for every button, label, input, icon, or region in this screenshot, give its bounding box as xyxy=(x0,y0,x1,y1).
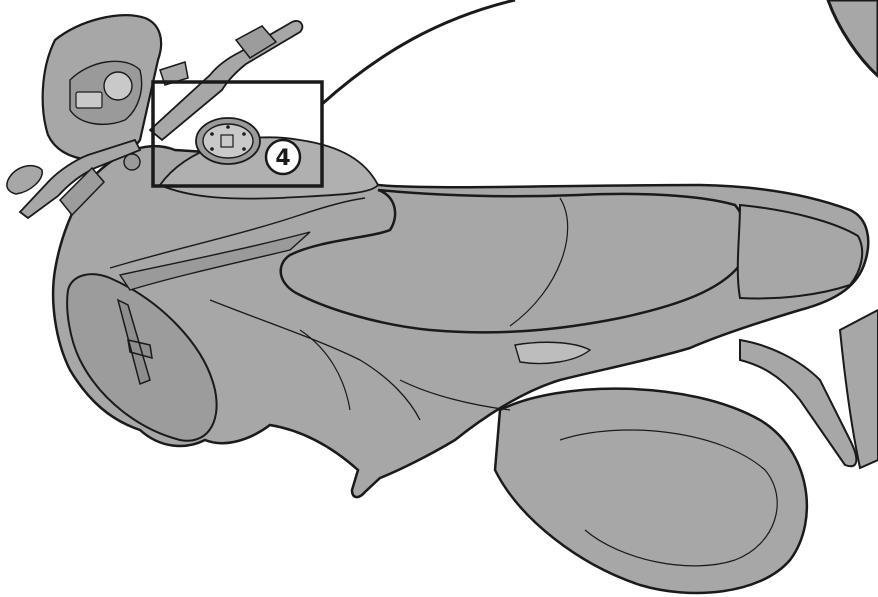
seat-seam xyxy=(509,197,569,327)
highlight-box xyxy=(151,80,324,188)
right-grip xyxy=(234,25,278,59)
engine-contour xyxy=(299,329,511,411)
tail-light-lens xyxy=(514,341,592,365)
magnified-detail-circle xyxy=(826,0,878,79)
left-handlebar xyxy=(18,138,142,220)
mirror-left xyxy=(6,164,43,195)
callout-4: 4 xyxy=(264,138,302,176)
rear-mudguard xyxy=(739,338,858,468)
license-bracket xyxy=(838,308,878,470)
fuel-filler-cap xyxy=(195,117,261,165)
left-grip xyxy=(58,166,106,217)
fairing-panel-lower xyxy=(118,231,311,291)
display-screen xyxy=(75,91,103,109)
front-fork xyxy=(116,298,153,386)
speedometer xyxy=(103,71,133,101)
rear-wheel xyxy=(493,387,809,595)
mirror-right xyxy=(159,61,189,86)
rear-wheel-inner xyxy=(559,429,778,567)
seat xyxy=(279,188,748,334)
steering-head-nut xyxy=(123,153,141,171)
tail-cowl xyxy=(736,203,864,300)
fairing-panel xyxy=(109,197,366,269)
fairing-contour xyxy=(209,299,421,421)
leader-line xyxy=(320,0,516,106)
callout-label: 4 xyxy=(275,146,290,171)
